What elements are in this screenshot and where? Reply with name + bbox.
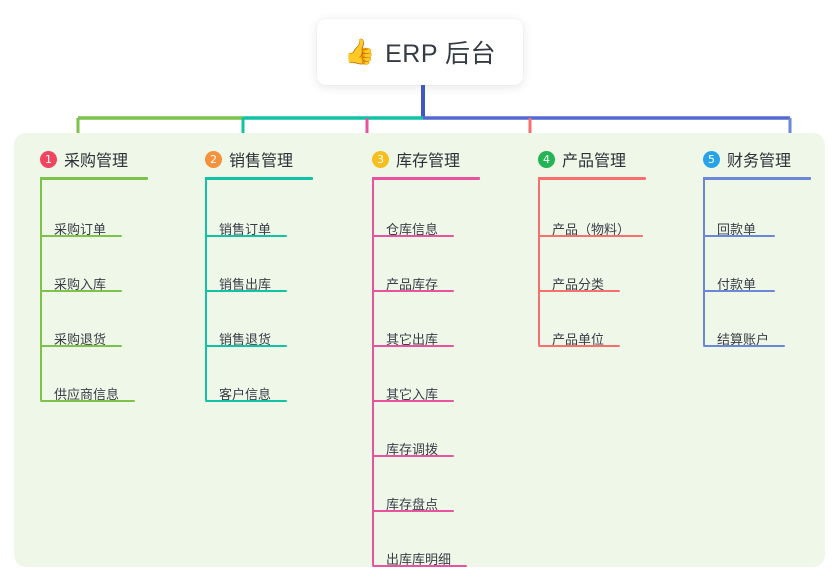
branch-item-underline	[40, 345, 122, 347]
branch-item[interactable]: 结算账户	[717, 332, 770, 347]
branch-item[interactable]: 采购退货	[54, 332, 107, 347]
branch-spine	[372, 177, 374, 565]
branch-header-underline	[372, 177, 480, 180]
branch-item-underline	[40, 400, 135, 402]
branch-item[interactable]: 销售退货	[219, 332, 272, 347]
branch-item[interactable]: 出库库明细	[386, 552, 452, 567]
branch-item[interactable]: 产品分类	[552, 277, 605, 292]
branch-header-1[interactable]: 1 采购管理	[40, 147, 128, 171]
branch-header-5[interactable]: 5 财务管理	[703, 147, 791, 171]
branch-title: 库存管理	[396, 153, 461, 170]
branch-item-underline	[372, 510, 454, 512]
branch-item-underline	[372, 345, 454, 347]
branch-item[interactable]: 产品（物料）	[552, 222, 631, 237]
branch-item[interactable]: 采购订单	[54, 222, 107, 237]
branch-item[interactable]: 销售订单	[219, 222, 272, 237]
branch-spine	[205, 177, 207, 400]
branch-header-underline	[538, 177, 646, 180]
branch-number-badge: 5	[703, 150, 720, 168]
branch-item-underline	[372, 290, 454, 292]
branch-header-underline	[703, 177, 811, 180]
branch-spine	[538, 177, 540, 345]
branch-item-underline	[538, 290, 620, 292]
branch-title: 财务管理	[727, 153, 792, 170]
thumbs-up-icon: 👍	[343, 37, 376, 66]
branch-spine	[40, 177, 42, 400]
branch-item-underline	[538, 345, 620, 347]
branch-title: 销售管理	[229, 153, 294, 170]
branch-number-badge: 1	[40, 150, 57, 168]
branch-header-4[interactable]: 4 产品管理	[538, 147, 626, 171]
branch-item[interactable]: 付款单	[717, 277, 757, 292]
branch-header-underline	[205, 177, 313, 180]
branch-item[interactable]: 采购入库	[54, 277, 107, 292]
branch-item-underline	[40, 235, 122, 237]
branch-number-badge: 3	[372, 150, 389, 168]
branch-item-underline	[703, 235, 775, 237]
branch-spine	[703, 177, 705, 345]
branch-header-2[interactable]: 2 销售管理	[205, 147, 293, 171]
branch-item-underline	[40, 290, 122, 292]
branch-item[interactable]: 库存调拨	[386, 442, 439, 457]
branch-item-underline	[538, 235, 643, 237]
branch-item-underline	[205, 345, 287, 347]
branch-panel	[14, 133, 825, 567]
branch-header-3[interactable]: 3 库存管理	[372, 147, 460, 171]
branch-item[interactable]: 产品单位	[552, 332, 605, 347]
branch-item[interactable]: 其它出库	[386, 332, 439, 347]
branch-item-underline	[205, 400, 287, 402]
branch-item-underline	[372, 455, 454, 457]
branch-item-underline	[372, 565, 467, 567]
branch-header-underline	[40, 177, 148, 180]
branch-item-underline	[372, 235, 454, 237]
branch-number-badge: 4	[538, 150, 555, 168]
branch-item-underline	[372, 400, 454, 402]
branch-item-underline	[205, 235, 287, 237]
branch-item[interactable]: 库存盘点	[386, 497, 439, 512]
branch-number-badge: 2	[205, 150, 222, 168]
root-node-content: 👍 ERP 后台	[344, 34, 496, 70]
branch-item-underline	[703, 345, 785, 347]
branch-item[interactable]: 供应商信息	[54, 387, 120, 402]
branch-title: 产品管理	[562, 153, 627, 170]
branch-title: 采购管理	[64, 153, 129, 170]
branch-item-underline	[703, 290, 775, 292]
branch-item[interactable]: 回款单	[717, 222, 757, 237]
branch-item[interactable]: 仓库信息	[386, 222, 439, 237]
branch-item[interactable]: 销售出库	[219, 277, 272, 292]
branch-item[interactable]: 其它入库	[386, 387, 439, 402]
branch-item-underline	[205, 290, 287, 292]
branch-item[interactable]: 客户信息	[219, 387, 272, 402]
branch-item[interactable]: 产品库存	[386, 277, 439, 292]
root-node-title: ERP 后台	[385, 40, 497, 68]
root-node-card[interactable]: 👍 ERP 后台	[317, 19, 523, 85]
